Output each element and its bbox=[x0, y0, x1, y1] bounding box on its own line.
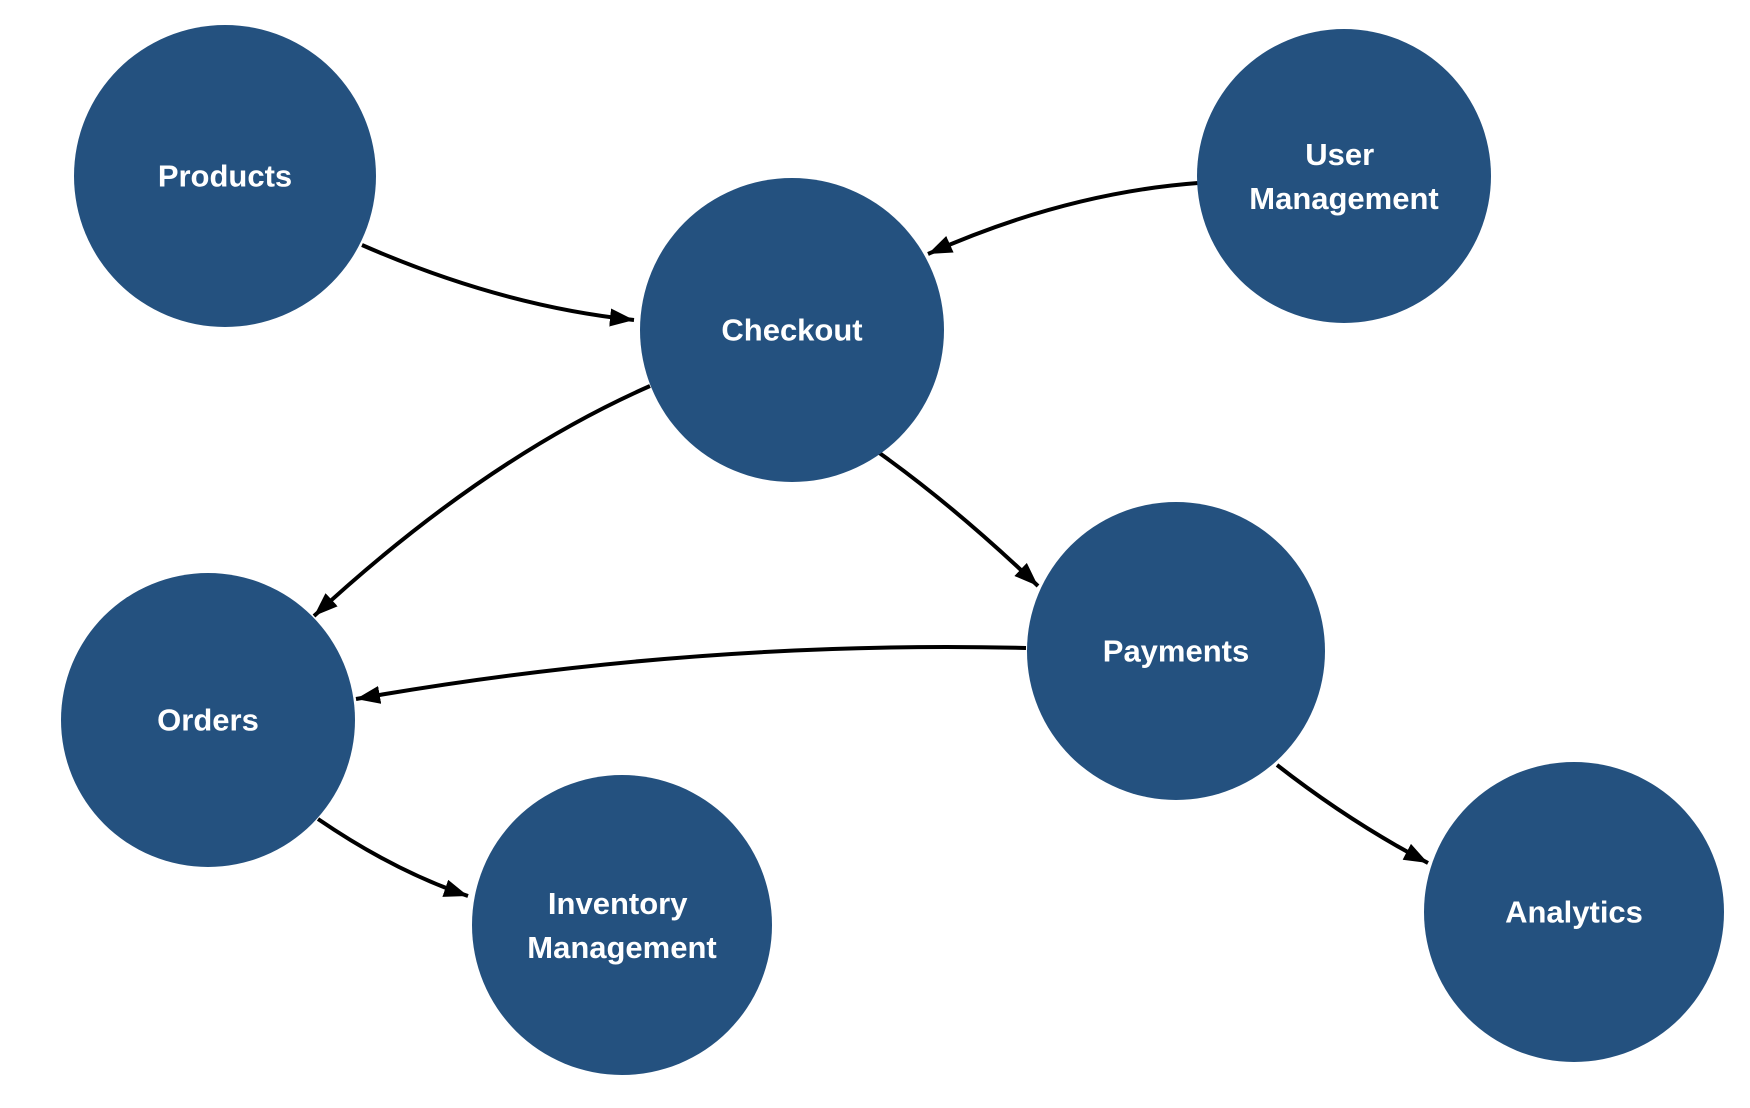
node-analytics[interactable]: Analytics bbox=[1424, 762, 1724, 1062]
edge-checkout-to-payments[interactable] bbox=[876, 450, 1040, 588]
node-checkout-circle[interactable] bbox=[640, 178, 944, 482]
node-orders[interactable]: Orders bbox=[61, 573, 355, 867]
node-orders-circle[interactable] bbox=[61, 573, 355, 867]
node-inventory-management[interactable]: Inventory Management bbox=[472, 775, 772, 1075]
edge-orders-to-inventory-management[interactable] bbox=[316, 817, 469, 898]
edge-user-management-to-checkout[interactable] bbox=[927, 181, 1199, 256]
edge-payments-to-orders[interactable] bbox=[355, 645, 1027, 704]
node-products-circle[interactable] bbox=[74, 25, 376, 327]
node-user-management[interactable]: User Management bbox=[1197, 29, 1491, 323]
node-checkout[interactable]: Checkout bbox=[640, 178, 944, 482]
node-user-management-circle[interactable] bbox=[1197, 29, 1491, 323]
edge-products-to-checkout[interactable] bbox=[361, 243, 635, 327]
node-analytics-circle[interactable] bbox=[1424, 762, 1724, 1062]
edge-checkout-to-orders[interactable] bbox=[312, 384, 651, 618]
node-products[interactable]: Products bbox=[74, 25, 376, 327]
node-payments[interactable]: Payments bbox=[1027, 502, 1325, 800]
node-payments-circle[interactable] bbox=[1027, 502, 1325, 800]
node-inventory-management-circle[interactable] bbox=[472, 775, 772, 1075]
edge-payments-to-analytics[interactable] bbox=[1275, 763, 1429, 865]
